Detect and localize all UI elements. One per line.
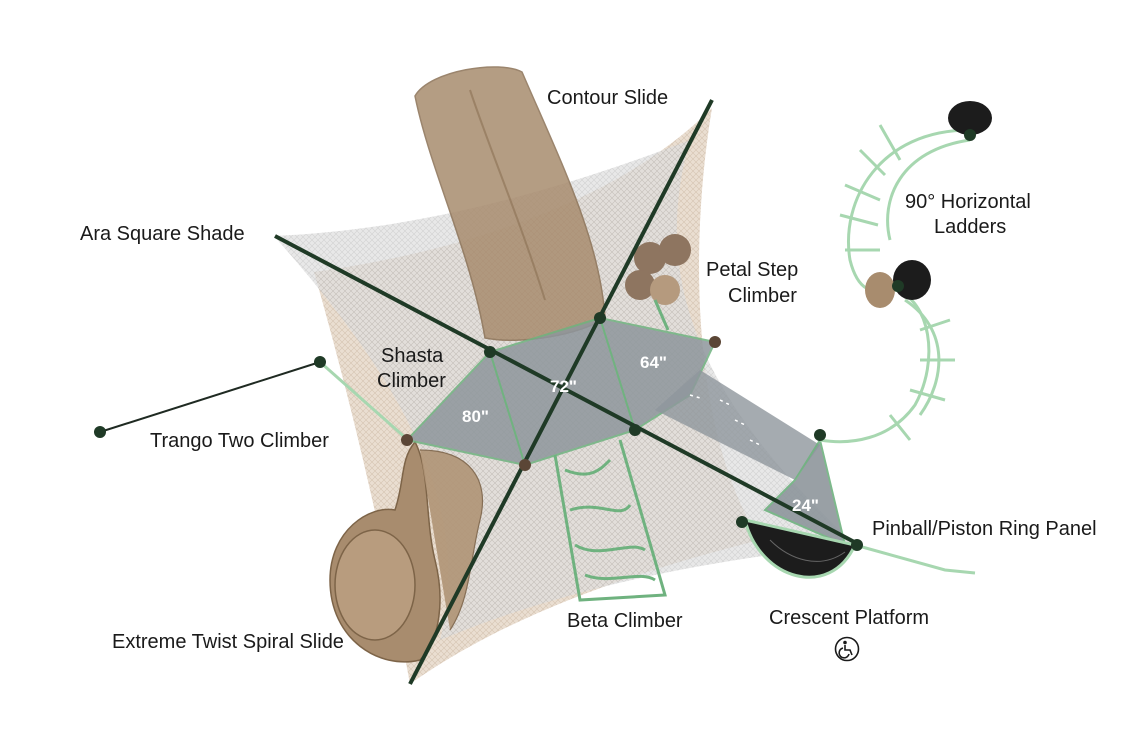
extreme-twist-spiral-slide (329, 440, 484, 663)
ladder-disc-mid (893, 260, 931, 300)
trango-two-climber (94, 356, 409, 442)
petal-step-climber (625, 234, 691, 331)
deck-height-24: 24" (792, 496, 819, 515)
spiral-slide-exit (334, 529, 416, 641)
wheelchair-accessible-icon (834, 636, 860, 662)
beta-climber (553, 439, 667, 602)
contour-slide-groove (469, 89, 546, 301)
label-horizontal-ladders-line1: 90° Horizontal (905, 191, 1031, 213)
crescent-platform (742, 517, 858, 579)
label-petal-step-climber-line1: Petal Step (706, 259, 799, 281)
label-shasta-climber-line2: Climber (377, 370, 446, 392)
label-contour-slide: Contour Slide (547, 87, 669, 109)
label-ara-square-shade: Ara Square Shade (80, 223, 245, 245)
pinball-panel-rail (854, 543, 976, 575)
ladder-disc-tan (865, 272, 895, 308)
shade-posts (274, 99, 861, 685)
post-caps (401, 129, 976, 551)
label-petal-step-climber-line2: Climber (728, 285, 797, 307)
deck-height-72: 72" (550, 377, 577, 396)
label-beta-climber: Beta Climber (567, 610, 683, 632)
label-horizontal-ladders-line2: Ladders (934, 216, 1007, 238)
ladder-disc-top (948, 101, 992, 135)
label-shasta-climber-line1: Shasta (381, 345, 444, 367)
ramp-walkway (655, 370, 820, 480)
deck-height-64: 64" (640, 353, 667, 372)
horizontal-ladders (819, 124, 971, 444)
label-pinball-piston-ring-panel: Pinball/Piston Ring Panel (872, 518, 1097, 540)
deck-height-80: 80" (462, 407, 489, 426)
label-crescent-platform: Crescent Platform (769, 607, 930, 629)
label-extreme-twist-spiral-slide: Extreme Twist Spiral Slide (112, 631, 344, 653)
label-trango-two-climber: Trango Two Climber (150, 430, 329, 452)
